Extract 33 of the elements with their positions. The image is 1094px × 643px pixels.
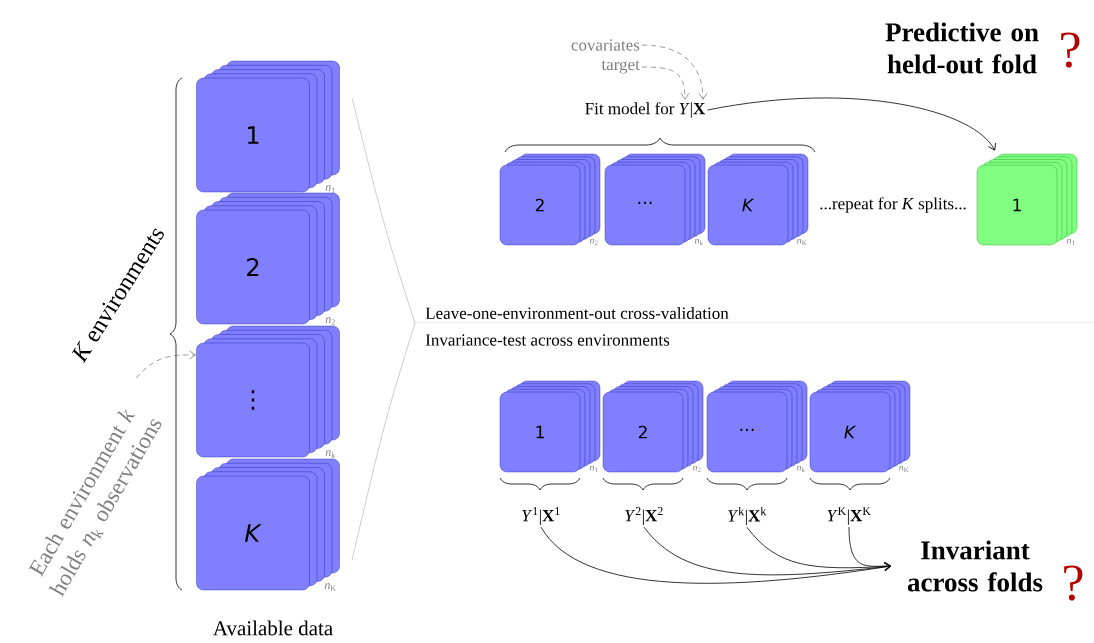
arrow [707,97,996,151]
section-title: Leave-one-environment-out cross-validation [425,307,729,319]
sample-size-label: n$_{1}$ [1066,238,1075,246]
repeat-note: ...repeat for K splits... [820,197,966,213]
sample-size-label: n$_{2}$ [589,238,598,246]
sample-size-label: n$_{k}$ [694,238,703,246]
sample-size-label: n$_{1}$ [325,185,335,193]
arrow [643,526,891,576]
sample-size-label: n$_{k}$ [796,465,805,473]
arrow [641,66,690,100]
result-text: Invariant across folds [907,540,1043,592]
question-mark: ? [1061,32,1080,68]
sample-size-label: n$_{2}$ [692,465,701,473]
sample-size-label: n$_{2}$ [325,317,335,325]
arrow [641,44,708,100]
section-title: Invariance-test across environments [425,334,670,346]
sample-size-label: n$_{K}$ [324,583,337,591]
annotation-text: target [601,60,640,74]
sample-size-label: n$_{k}$ [325,450,336,458]
formula-label: Y$^{1}$|X$^{1}$ [522,507,560,525]
formula-label: Y$^{k}$|X$^{k}$ [728,506,767,526]
arrow [848,526,891,571]
axis-caption: Available data [213,620,333,636]
heading-text: Predictive on held-out fold [885,22,1039,74]
arrow [136,350,196,379]
sample-size-label: n$_{K}$ [899,465,909,473]
formula-label: Y$^{K}$|X$^{K}$ [827,507,871,525]
sample-size-label: n$_{K}$ [797,238,807,246]
formula-label: Y$^{2}$|X$^{2}$ [625,507,663,525]
sample-size-label: n$_{1}$ [589,465,598,473]
question-mark: ? [1064,565,1083,601]
formula-label: Fit model for Y|X [585,102,706,118]
annotation-text: covariates [571,39,640,51]
